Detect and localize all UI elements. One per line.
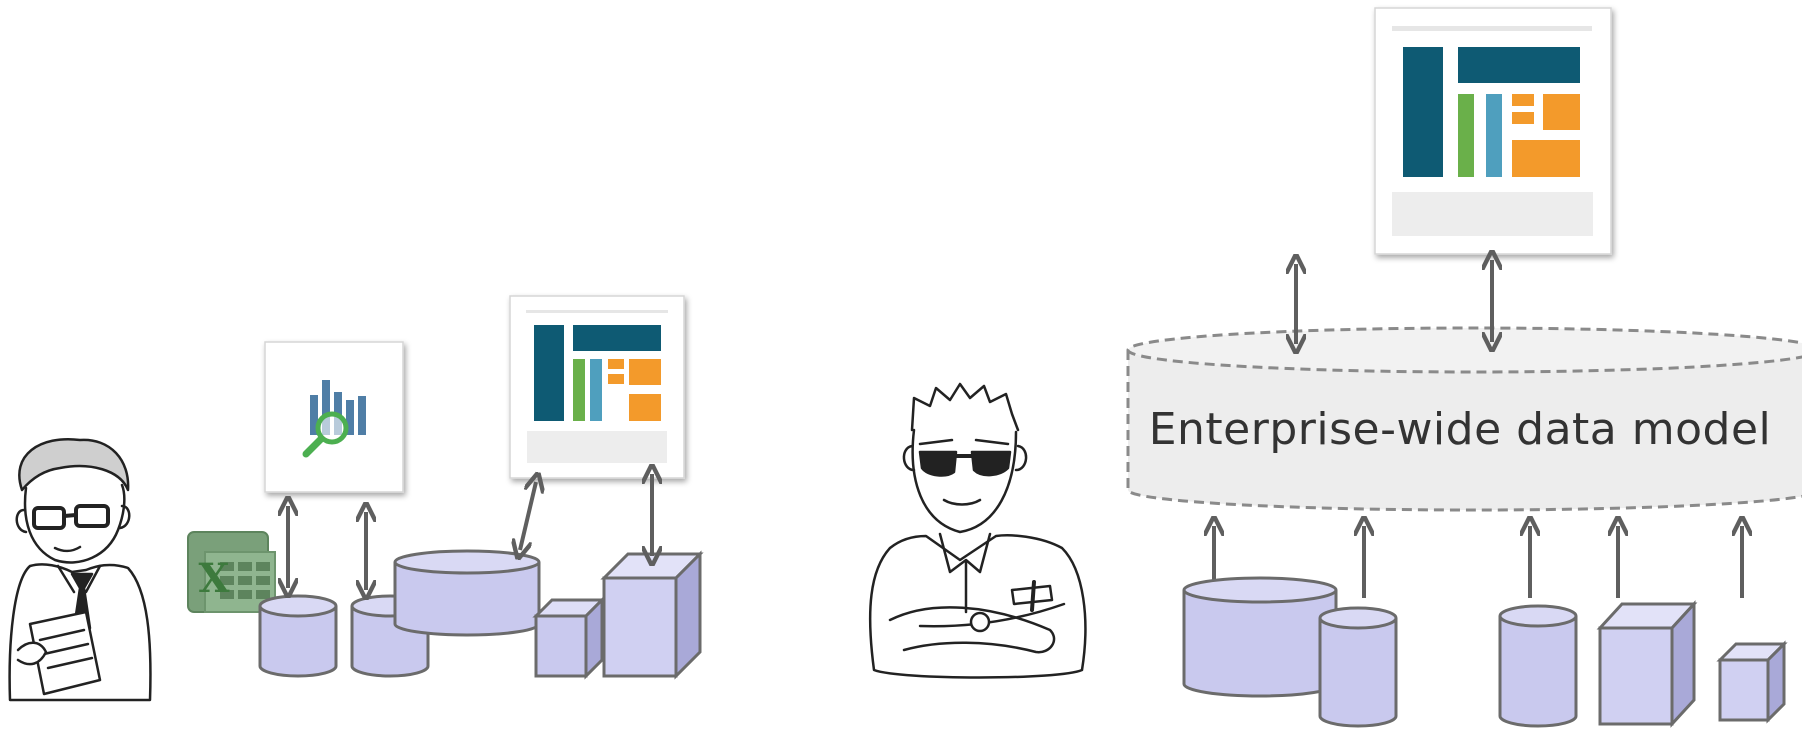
data-cube-icon	[532, 596, 606, 680]
analyst-with-documents-icon	[8, 437, 152, 702]
dashboard-report-icon	[526, 310, 668, 463]
enterprise-data-model-label: Enterprise-wide data model	[1148, 404, 1772, 455]
right-storage-group	[1182, 576, 1788, 728]
database-cylinder-icon	[258, 594, 338, 678]
architect-with-sunglasses-icon	[868, 382, 1087, 679]
database-cylinder-icon	[393, 549, 541, 637]
excel-letter: X	[198, 555, 229, 602]
database-cylinder-icon	[1498, 604, 1578, 728]
data-cube-icon	[1596, 600, 1698, 728]
database-cylinder-icon	[1182, 576, 1338, 698]
left-arrows	[288, 474, 652, 590]
dashboard-report-icon	[1392, 26, 1593, 236]
dashboard-card-small	[509, 295, 685, 479]
data-cube-icon	[1716, 640, 1788, 724]
data-cube-icon	[600, 550, 704, 680]
left-storage-group	[258, 549, 704, 680]
arrow-icon	[520, 482, 536, 550]
analytics-tool-card	[264, 341, 404, 493]
dashboard-card-large	[1374, 7, 1612, 255]
excel-spreadsheet-icon: X	[187, 531, 276, 613]
database-cylinder-icon	[1318, 606, 1398, 728]
bar-chart-magnifier-icon	[302, 380, 366, 458]
